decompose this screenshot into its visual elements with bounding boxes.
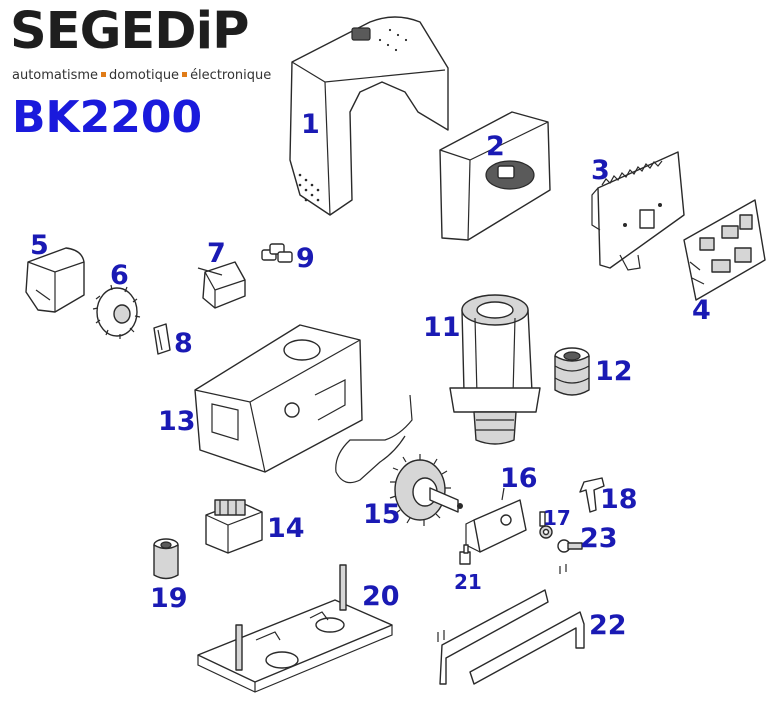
part-label-23: 23	[580, 523, 618, 554]
part-label-20: 20	[362, 581, 400, 612]
part-gear	[92, 284, 141, 339]
part-label-3: 3	[591, 155, 610, 186]
part-motor-stator	[449, 294, 541, 445]
part-nut	[539, 511, 553, 539]
part-label-13: 13	[158, 406, 196, 437]
part-label-14: 14	[267, 513, 305, 544]
part-transformer	[205, 499, 263, 554]
part-label-15: 15	[363, 499, 401, 530]
part-connector	[197, 261, 246, 309]
part-control-board	[683, 199, 766, 301]
brand-name-i: i	[195, 2, 214, 61]
tagline-separator	[182, 72, 188, 77]
part-label-4: 4	[692, 295, 711, 326]
part-bushing	[153, 538, 179, 580]
tagline-separator	[101, 72, 107, 77]
part-label-11: 11	[423, 312, 461, 343]
part-label-8: 8	[174, 328, 193, 359]
part-label-2: 2	[486, 131, 505, 162]
brand-name-tail: P	[212, 2, 249, 61]
part-worm-gear	[389, 454, 463, 526]
brand-tagline: automatisme domotique électronique	[12, 68, 271, 83]
part-label-1: 1	[301, 109, 320, 140]
tagline-part-1: automatisme	[12, 68, 99, 83]
part-label-5: 5	[30, 230, 49, 261]
part-clip	[153, 323, 171, 355]
tagline-part-2: domotique	[109, 68, 180, 83]
part-label-21: 21	[454, 570, 482, 594]
part-screw	[557, 539, 583, 553]
part-switch	[459, 544, 471, 565]
part-release-key	[579, 477, 605, 513]
part-front-cover	[439, 111, 551, 241]
part-small-connectors	[261, 243, 293, 263]
part-pulley	[554, 347, 590, 396]
part-label-19: 19	[150, 583, 188, 614]
part-label-18: 18	[600, 484, 638, 515]
part-label-22: 22	[589, 610, 627, 641]
model-title: BK2200	[12, 92, 203, 143]
brand-logo: SEGEDiP	[10, 6, 249, 57]
part-small-cover	[25, 247, 85, 313]
part-label-6: 6	[110, 260, 129, 291]
tagline-part-3: électronique	[190, 68, 272, 83]
part-label-12: 12	[595, 356, 633, 387]
brand-name-lead: SEGED	[10, 2, 197, 61]
part-foundation-plate	[197, 564, 393, 693]
part-label-17: 17	[543, 506, 571, 530]
part-label-7: 7	[207, 238, 226, 269]
part-board-bracket	[591, 151, 685, 271]
part-housing	[194, 324, 363, 473]
part-label-16: 16	[500, 463, 538, 494]
part-rack-strips	[437, 564, 585, 685]
part-bracket-16	[465, 487, 527, 553]
part-label-9: 9	[296, 243, 315, 274]
part-cover	[289, 16, 449, 216]
part-gasket	[335, 394, 413, 484]
